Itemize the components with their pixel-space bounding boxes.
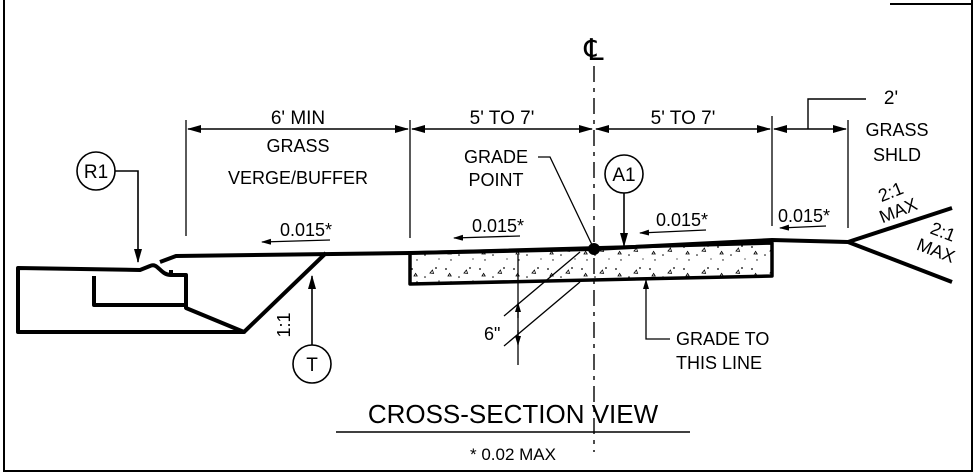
view-title: CROSS-SECTION VIEW [368,399,659,429]
centerline: ℄ [583,34,604,452]
footnote: * 0.02 MAX [470,445,556,464]
dim-shoulder: 2' [884,88,898,109]
grade-line-leader [643,279,670,340]
svg-text:0.015*: 0.015* [778,206,830,226]
label-grade: GRADE [464,147,528,167]
foreslope-lower-label: 2:1 MAX [914,218,958,267]
label-shoulder-grass: GRASS [865,120,928,140]
title-block: CROSS-SECTION VIEW * 0.02 MAX [336,399,690,464]
label-verge-buffer: VERGE/BUFFER [228,168,368,188]
foreslopes [847,206,953,284]
slope-walk-left: 0.015* [453,216,524,241]
label-this-line: THIS LINE [676,353,762,373]
svg-text:T: T [306,355,318,376]
label-thickness: 6" [484,324,500,344]
callout-t: T [292,275,332,384]
dimension-lines [187,98,866,133]
extension-lines [185,116,849,238]
dim-verge: 6' MIN [271,108,325,129]
label-grass: GRASS [266,136,329,156]
label-shoulder-shld: SHLD [873,145,921,165]
slope-shoulder: 0.015* [778,206,830,231]
slope-verge: 0.015* [261,220,332,245]
label-grade-to: GRADE TO [676,329,769,349]
sheet-border [3,0,973,472]
label-point: POINT [468,170,523,190]
svg-text:R1: R1 [84,162,108,183]
slope-walk-right: 0.015* [639,210,708,236]
grade-point-leader [538,156,600,255]
sidewalk-slab [408,241,774,286]
curb-section [16,263,246,334]
svg-text:0.015*: 0.015* [472,216,524,236]
label-fill-slope: 1:1 [274,312,294,337]
svg-text:0.015*: 0.015* [280,220,332,240]
callout-a1: A1 [604,154,644,247]
dim-walk-left: 5' TO 7' [470,108,535,129]
thickness-dimension [503,251,581,365]
svg-text:A1: A1 [612,165,635,186]
dim-walk-right: 5' TO 7' [651,108,716,129]
svg-text:0.015*: 0.015* [656,210,708,230]
callout-r1: R1 [76,151,142,263]
centerline-symbol: ℄ [583,34,603,67]
